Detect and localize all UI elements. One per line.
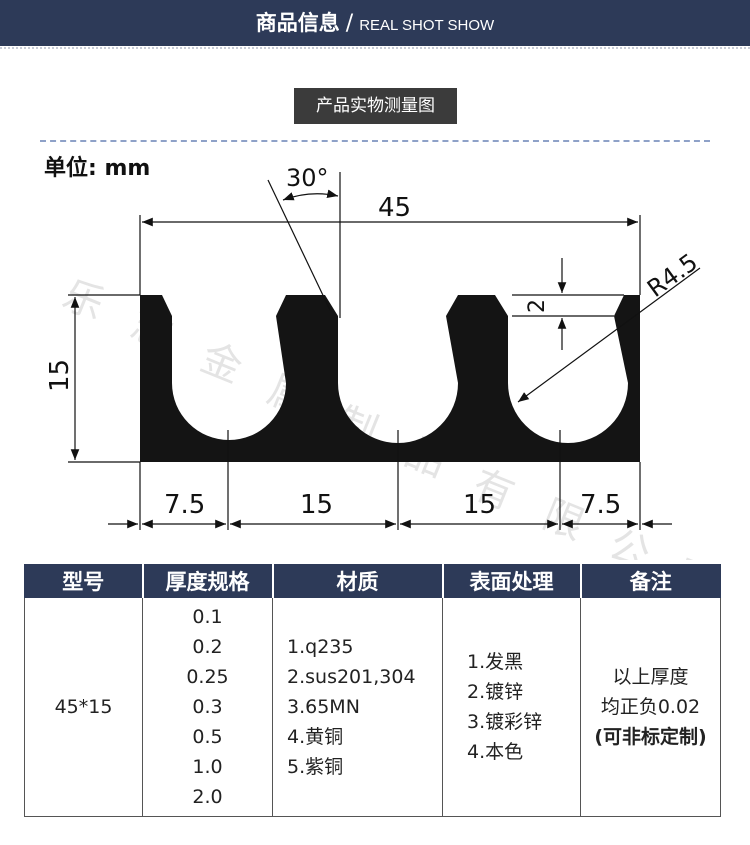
dim-bottom-label: 7.5 xyxy=(580,490,621,520)
thickness-item: 2.0 xyxy=(192,786,223,808)
watermark-char: 公 xyxy=(602,522,656,560)
section-dashed-divider xyxy=(40,140,710,142)
profile-drawing: 乐 志 金 属 制 品 有 限 公 司 xyxy=(45,164,723,560)
thickness-item: 0.25 xyxy=(186,666,229,688)
material-item: 5.紫铜 xyxy=(287,756,344,778)
note-line: 均正负0.02 xyxy=(600,696,701,718)
material-item: 1.q235 xyxy=(287,636,354,658)
header-title-cn: 商品信息 xyxy=(255,11,340,35)
profile-shape xyxy=(140,295,640,462)
thickness-item: 0.2 xyxy=(192,636,223,658)
note-line: 以上厚度 xyxy=(612,666,689,688)
thickness-item: 0.5 xyxy=(192,726,223,748)
header-thickness: 厚度规格 xyxy=(142,564,274,598)
dim-bottom-label: 15 xyxy=(463,490,496,520)
table-row: 45*15 0.1 0.2 0.25 0.3 0.5 1.0 2.0 1.q23… xyxy=(24,597,721,817)
watermark-char: 金 xyxy=(194,335,248,393)
section-subtitle: 产品实物测量图 xyxy=(294,88,457,124)
dim-bottom-label: 7.5 xyxy=(164,490,205,520)
header-notes: 备注 xyxy=(580,564,721,598)
material-item: 4.黄铜 xyxy=(287,726,344,748)
unit-label: 单位: mm xyxy=(44,156,151,181)
header-bar xyxy=(0,0,750,46)
surface-item: 1.发黑 xyxy=(467,651,524,673)
cell-material: 1.q235 2.sus201,304 3.65MN 4.黄铜 5.紫铜 xyxy=(272,597,443,817)
note-line-custom: (可非标定制) xyxy=(594,726,707,748)
table-header-row: 型号 厚度规格 材质 表面处理 备注 xyxy=(24,564,721,598)
header-surface: 表面处理 xyxy=(442,564,582,598)
dim-radius-label: R4.5 xyxy=(642,248,703,303)
header-material: 材质 xyxy=(272,564,444,598)
thickness-item: 0.3 xyxy=(192,696,223,718)
cell-model: 45*15 xyxy=(24,597,143,817)
dim-width-total-label: 45 xyxy=(378,193,411,223)
dim-height-label: 15 xyxy=(45,359,75,392)
spec-table: 型号 厚度规格 材质 表面处理 备注 45*15 0.1 0.2 0.25 0.… xyxy=(24,564,721,817)
dim-angle-label: 30° xyxy=(286,164,329,192)
cell-surface: 1.发黑 2.镀锌 3.镀彩锌 4.本色 xyxy=(442,597,581,817)
dim-bottom-label: 15 xyxy=(300,490,333,520)
surface-item: 4.本色 xyxy=(467,741,524,763)
surface-item: 2.镀锌 xyxy=(467,681,524,703)
cell-notes: 以上厚度 均正负0.02 (可非标定制) xyxy=(580,597,721,817)
header-title-en: REAL SHOT SHOW xyxy=(359,17,495,34)
material-item: 2.sus201,304 xyxy=(287,666,416,688)
dim-step-label: 2 xyxy=(525,299,550,313)
header-title: 商品信息/ REAL SHOT SHOW xyxy=(0,0,750,46)
header-dotted-divider xyxy=(0,47,750,49)
cell-thickness: 0.1 0.2 0.25 0.3 0.5 1.0 2.0 xyxy=(142,597,273,817)
material-item: 3.65MN xyxy=(287,696,360,718)
thickness-item: 1.0 xyxy=(192,756,223,778)
thickness-item: 0.1 xyxy=(192,606,223,628)
header-model: 型号 xyxy=(24,564,144,598)
watermark-char: 司 xyxy=(668,552,722,560)
surface-item: 3.镀彩锌 xyxy=(467,711,543,733)
header-separator: / xyxy=(345,11,354,36)
watermark-char: 乐 xyxy=(56,272,110,330)
